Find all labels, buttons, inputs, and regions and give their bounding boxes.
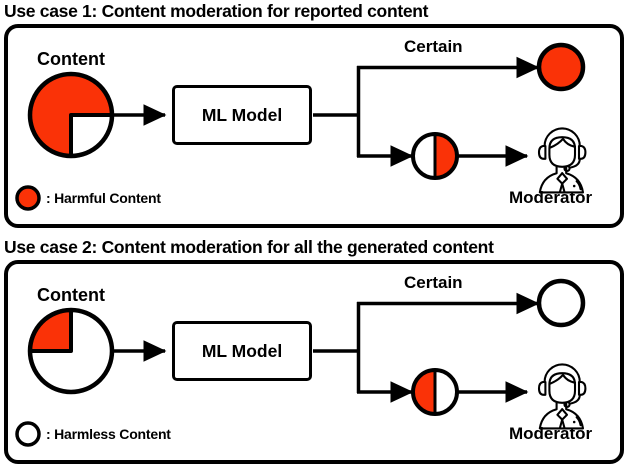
ml-model-box-use-case-2: ML Model (172, 321, 312, 381)
content-label-use-case-1: Content (37, 49, 105, 69)
content-label-use-case-2: Content (37, 285, 105, 305)
use-case-2-section: Use case 2: Content moderation for all t… (0, 236, 630, 472)
certain-label-use-case-2: Certain (404, 273, 463, 292)
moderator-label-use-case-1: Moderator (509, 188, 593, 207)
legend-label-use-case-1: : Harmful Content (46, 190, 161, 206)
ml-model-label: ML Model (201, 104, 283, 125)
use-case-1-title: Use case 1: Content moderation for repor… (4, 1, 429, 21)
ml-model-box-use-case-1: ML Model (172, 85, 312, 145)
moderator-label-use-case-2: Moderator (509, 424, 593, 443)
ml-model-label: ML Model (201, 340, 283, 361)
use-case-1-section: Use case 1: Content moderation for repor… (4, 1, 624, 228)
legend-label-use-case-2: : Harmless Content (46, 426, 171, 442)
use-case-2-title: Use case 2: Content moderation for all t… (4, 237, 494, 257)
certain-label-use-case-1: Certain (404, 37, 463, 56)
